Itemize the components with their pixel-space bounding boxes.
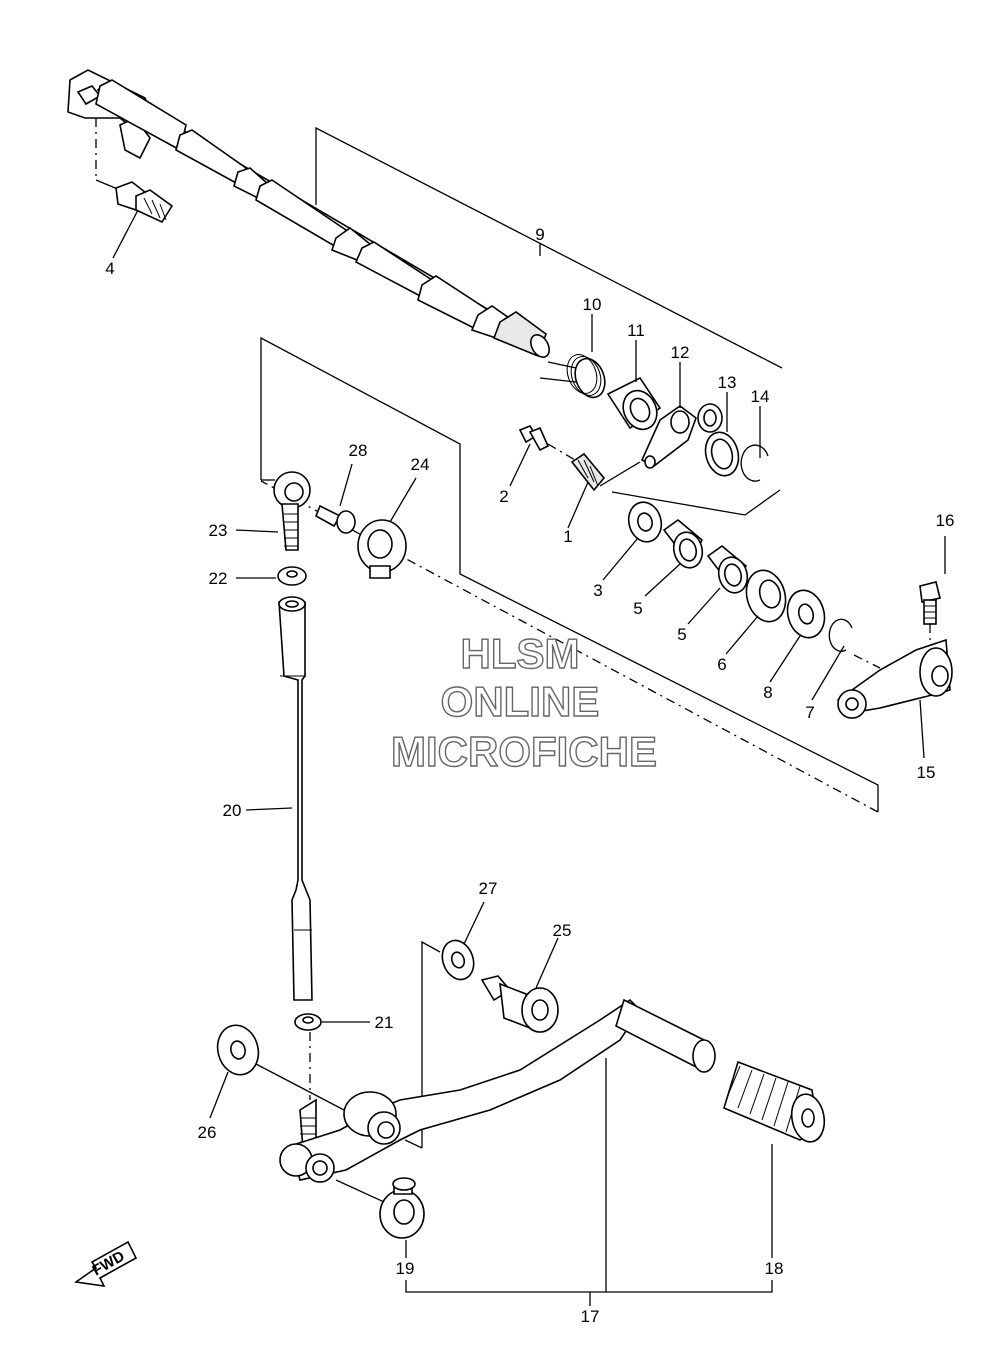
callout-7: 7 — [805, 703, 814, 722]
pedal-rubber-18 — [723, 1060, 826, 1143]
lever-12 — [640, 403, 723, 469]
callout-24: 24 — [411, 455, 430, 474]
bolt-16 — [919, 581, 941, 648]
callout-26: 26 — [198, 1123, 217, 1142]
circlip-14 — [740, 444, 769, 482]
ball-joint-24 — [357, 519, 407, 579]
bushing-5b — [706, 544, 749, 594]
stud-bolt-4 — [115, 181, 174, 224]
callout-8: 8 — [763, 683, 772, 702]
callout-1: 1 — [563, 527, 572, 546]
callout-22: 22 — [209, 569, 228, 588]
leader-lines — [112, 209, 946, 1306]
group-bracket-upper — [315, 126, 783, 516]
callout-5b: 5 — [677, 625, 686, 644]
callout-16: 16 — [936, 511, 955, 530]
watermark: HLSM ONLINE MICROFICHE — [390, 629, 657, 775]
washer-13 — [704, 431, 740, 477]
rod-end-23 — [273, 471, 311, 551]
watermark-line-1: HLSM — [461, 630, 580, 677]
callout-17: 17 — [581, 1307, 600, 1326]
shift-arm-15 — [836, 638, 953, 719]
shift-rod-20 — [278, 596, 313, 1001]
watermark-line-2: ONLINE — [441, 678, 600, 725]
callout-23: 23 — [209, 521, 228, 540]
callout-2: 2 — [499, 487, 508, 506]
callout-25: 25 — [553, 921, 572, 940]
washer-26 — [216, 1024, 345, 1111]
group-bracket-middle — [260, 336, 879, 813]
washer-3 — [627, 501, 663, 543]
oil-seal-6 — [745, 569, 787, 623]
torsion-spring-10 — [539, 354, 606, 399]
callout-11: 11 — [627, 321, 645, 340]
callout-12: 12 — [671, 343, 690, 362]
nut-21 — [294, 1013, 322, 1100]
callout-10: 10 — [583, 295, 602, 314]
spring-1 — [570, 452, 641, 492]
callout-5a: 5 — [633, 599, 642, 618]
callout-21: 21 — [375, 1013, 394, 1032]
bolt-2 — [518, 425, 576, 461]
collar-11 — [606, 376, 662, 431]
callout-labels: 1 2 3 4 5 5 6 7 8 9 10 11 12 13 14 15 16… — [105, 225, 954, 1326]
callout-15: 15 — [917, 763, 936, 782]
washer-8 — [786, 589, 826, 639]
fwd-arrow-icon: FWD — [73, 1240, 138, 1288]
pivot-bolt-25 — [480, 975, 559, 1033]
washer-27 — [441, 939, 475, 981]
callout-19: 19 — [396, 1259, 415, 1278]
bushing-5a — [662, 518, 704, 569]
ball-joint-19 — [335, 1177, 425, 1239]
callout-27: 27 — [479, 879, 498, 898]
group-bracket-lower — [404, 940, 441, 1149]
nut-22 — [277, 566, 307, 586]
circlip-7 — [828, 618, 853, 652]
callout-28: 28 — [349, 441, 368, 460]
callout-3: 3 — [593, 581, 602, 600]
callout-20: 20 — [223, 801, 242, 820]
bolt-28 — [314, 504, 356, 534]
callout-4: 4 — [105, 259, 114, 278]
callout-6: 6 — [717, 655, 726, 674]
shift-pedal-17 — [279, 998, 716, 1183]
shift-shaft — [67, 69, 550, 358]
callout-14: 14 — [751, 387, 770, 406]
watermark-line-3: MICROFICHE — [391, 728, 657, 775]
callout-13: 13 — [718, 373, 737, 392]
callout-18: 18 — [765, 1259, 784, 1278]
callout-9: 9 — [535, 225, 544, 244]
